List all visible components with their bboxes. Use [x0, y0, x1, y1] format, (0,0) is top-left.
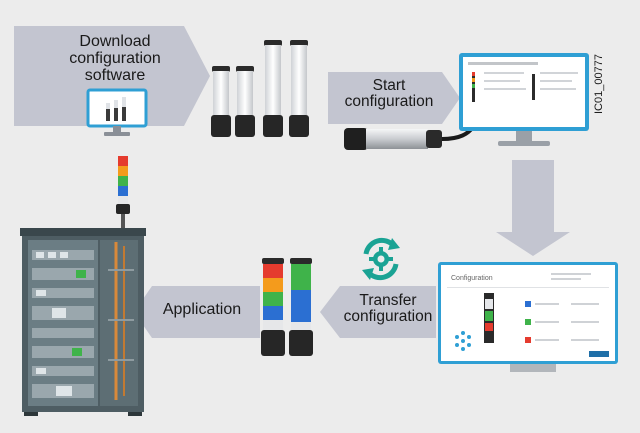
start-label-line1: Start	[372, 77, 406, 94]
transfer-label: Transfer configuration	[332, 292, 444, 326]
start-arrow	[328, 72, 460, 124]
application-arrow	[134, 286, 260, 338]
signal-columns-group	[211, 40, 309, 137]
start-label: Start configuration	[330, 77, 448, 111]
download-arrow	[14, 26, 210, 126]
figure-id: IC01_00777	[593, 54, 605, 114]
download-monitor-icon	[86, 88, 148, 136]
signal-column-3	[263, 40, 283, 137]
colored-column-1	[261, 258, 285, 356]
control-cabinet	[20, 156, 146, 416]
colored-column-2	[289, 258, 313, 356]
signal-column-4	[289, 40, 309, 137]
download-label-line1: Download	[79, 33, 151, 50]
transfer-monitor-stand	[510, 364, 556, 372]
application-label: Application	[162, 301, 242, 318]
transfer-monitor: Configuration	[438, 262, 618, 364]
config-screen-content	[447, 273, 609, 357]
colored-columns-group	[261, 258, 313, 356]
down-arrow	[496, 160, 570, 256]
transfer-label-line2: configuration	[343, 308, 433, 326]
download-label-line2: configuration	[69, 49, 161, 67]
signal-column-1	[211, 66, 231, 137]
signal-column-2	[235, 66, 255, 137]
cabinet-stack-light	[116, 156, 130, 232]
download-label: Download configuration software	[40, 33, 190, 84]
sync-gear-icon	[362, 237, 400, 281]
transfer-label-line1: Transfer	[359, 292, 417, 309]
download-label-line3: software	[84, 66, 146, 84]
config-monitor	[459, 53, 589, 146]
config-screen-title: Configuration	[451, 275, 493, 282]
transfer-arrow	[320, 286, 436, 338]
start-label-line2: configuration	[344, 93, 434, 111]
